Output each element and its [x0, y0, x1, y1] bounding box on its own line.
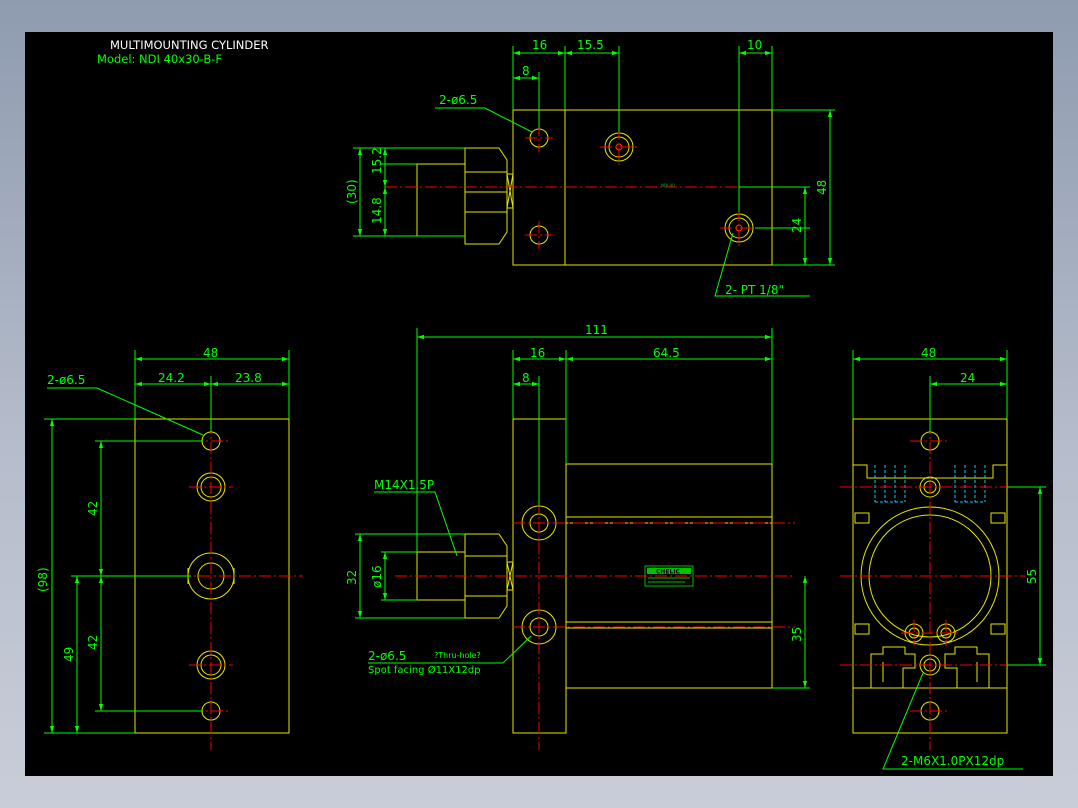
dim-top-48: 48 [815, 180, 829, 195]
left-hole-note: 2-ø6.5 [47, 373, 85, 387]
left-view-dimensions [44, 350, 290, 734]
left-view: 48 24.2 23.8 2-ø6.5 (98) 42 42 49 [36, 346, 303, 750]
front-hole-note-3: Spot facing Ø11X12dp [368, 664, 481, 676]
dim-front-16-dia: ø16 [370, 565, 384, 588]
dim-top-24: 24 [790, 218, 804, 233]
dim-front-8: 8 [522, 371, 530, 385]
right-view-hidden-lines [874, 465, 986, 503]
dim-right-48: 48 [921, 346, 936, 360]
right-thread-note: 2-M6X1.0PX12dp [901, 754, 1004, 768]
title-line-1: MULTIMOUNTING CYLINDER [110, 38, 269, 52]
dim-left-49: 49 [62, 647, 76, 662]
dim-right-55: 55 [1025, 569, 1039, 584]
dim-left-23-8: 23.8 [235, 371, 262, 385]
front-hole-note-1: 2-ø6.5 [368, 649, 406, 663]
dim-front-35: 35 [790, 627, 804, 642]
top-view-centerlines [385, 124, 810, 249]
dim-front-111: 111 [585, 323, 608, 337]
dim-left-42-upper: 42 [86, 501, 100, 516]
nameplate-label: CHELIC [656, 569, 681, 576]
dim-top-8: 8 [522, 64, 530, 78]
front-hole-note-2: ?Thru-hole? [434, 651, 481, 660]
left-view-dim-text: 48 24.2 23.8 2-ø6.5 (98) 42 42 49 [36, 346, 262, 662]
right-view-dim-text: 48 24 55 2-M6X1.0PX12dp [901, 346, 1039, 768]
title-block: MULTIMOUNTING CYLINDER Model: NDI 40x30-… [97, 38, 269, 66]
top-plate-label: NDI 40 [661, 183, 675, 188]
dim-top-14-8: 14.8 [370, 197, 384, 224]
dim-top-15-5: 15.5 [577, 38, 604, 52]
top-view-dimensions [353, 46, 835, 297]
front-view-centerlines [395, 402, 795, 750]
top-view: NDI 40 [345, 38, 835, 297]
right-view-centerlines [840, 402, 1025, 750]
front-thread-note: M14X1.5P [374, 478, 434, 492]
dim-front-16: 16 [530, 346, 545, 360]
cad-drawing: MULTIMOUNTING CYLINDER Model: NDI 40x30-… [36, 38, 1046, 770]
top-port-note: 2- PT 1/8" [725, 283, 784, 297]
dim-left-48: 48 [203, 346, 218, 360]
dim-top-16: 16 [532, 38, 547, 52]
title-line-2: Model: NDI 40x30-B-F [97, 52, 222, 66]
dim-right-24: 24 [960, 371, 975, 385]
dim-front-64-5: 64.5 [653, 346, 680, 360]
front-view-dim-text: 111 16 64.5 8 M14X1.5P 32 ø16 35 2-ø6.5 … [345, 323, 804, 676]
dim-front-32: 32 [345, 570, 359, 585]
top-hole-note: 2-ø6.5 [439, 93, 477, 107]
top-view-dim-text: 16 15.5 10 8 2-ø6.5 2- PT 1/8" (30) 15.2… [345, 38, 829, 297]
dim-top-10: 10 [747, 38, 762, 52]
dim-left-24-2: 24.2 [158, 371, 185, 385]
front-view-dimensions [355, 328, 810, 689]
right-view: 48 24 55 2-M6X1.0PX12dp [840, 346, 1046, 770]
dim-top-15-2: 15.2 [370, 147, 384, 174]
dim-top-30: (30) [345, 179, 359, 204]
front-view: CHELIC [345, 323, 810, 750]
dim-left-98: (98) [36, 567, 50, 592]
dim-left-42-lower: 42 [86, 635, 100, 650]
right-view-dimensions [852, 350, 1046, 770]
drawing-canvas: MULTIMOUNTING CYLINDER Model: NDI 40x30-… [25, 32, 1053, 776]
